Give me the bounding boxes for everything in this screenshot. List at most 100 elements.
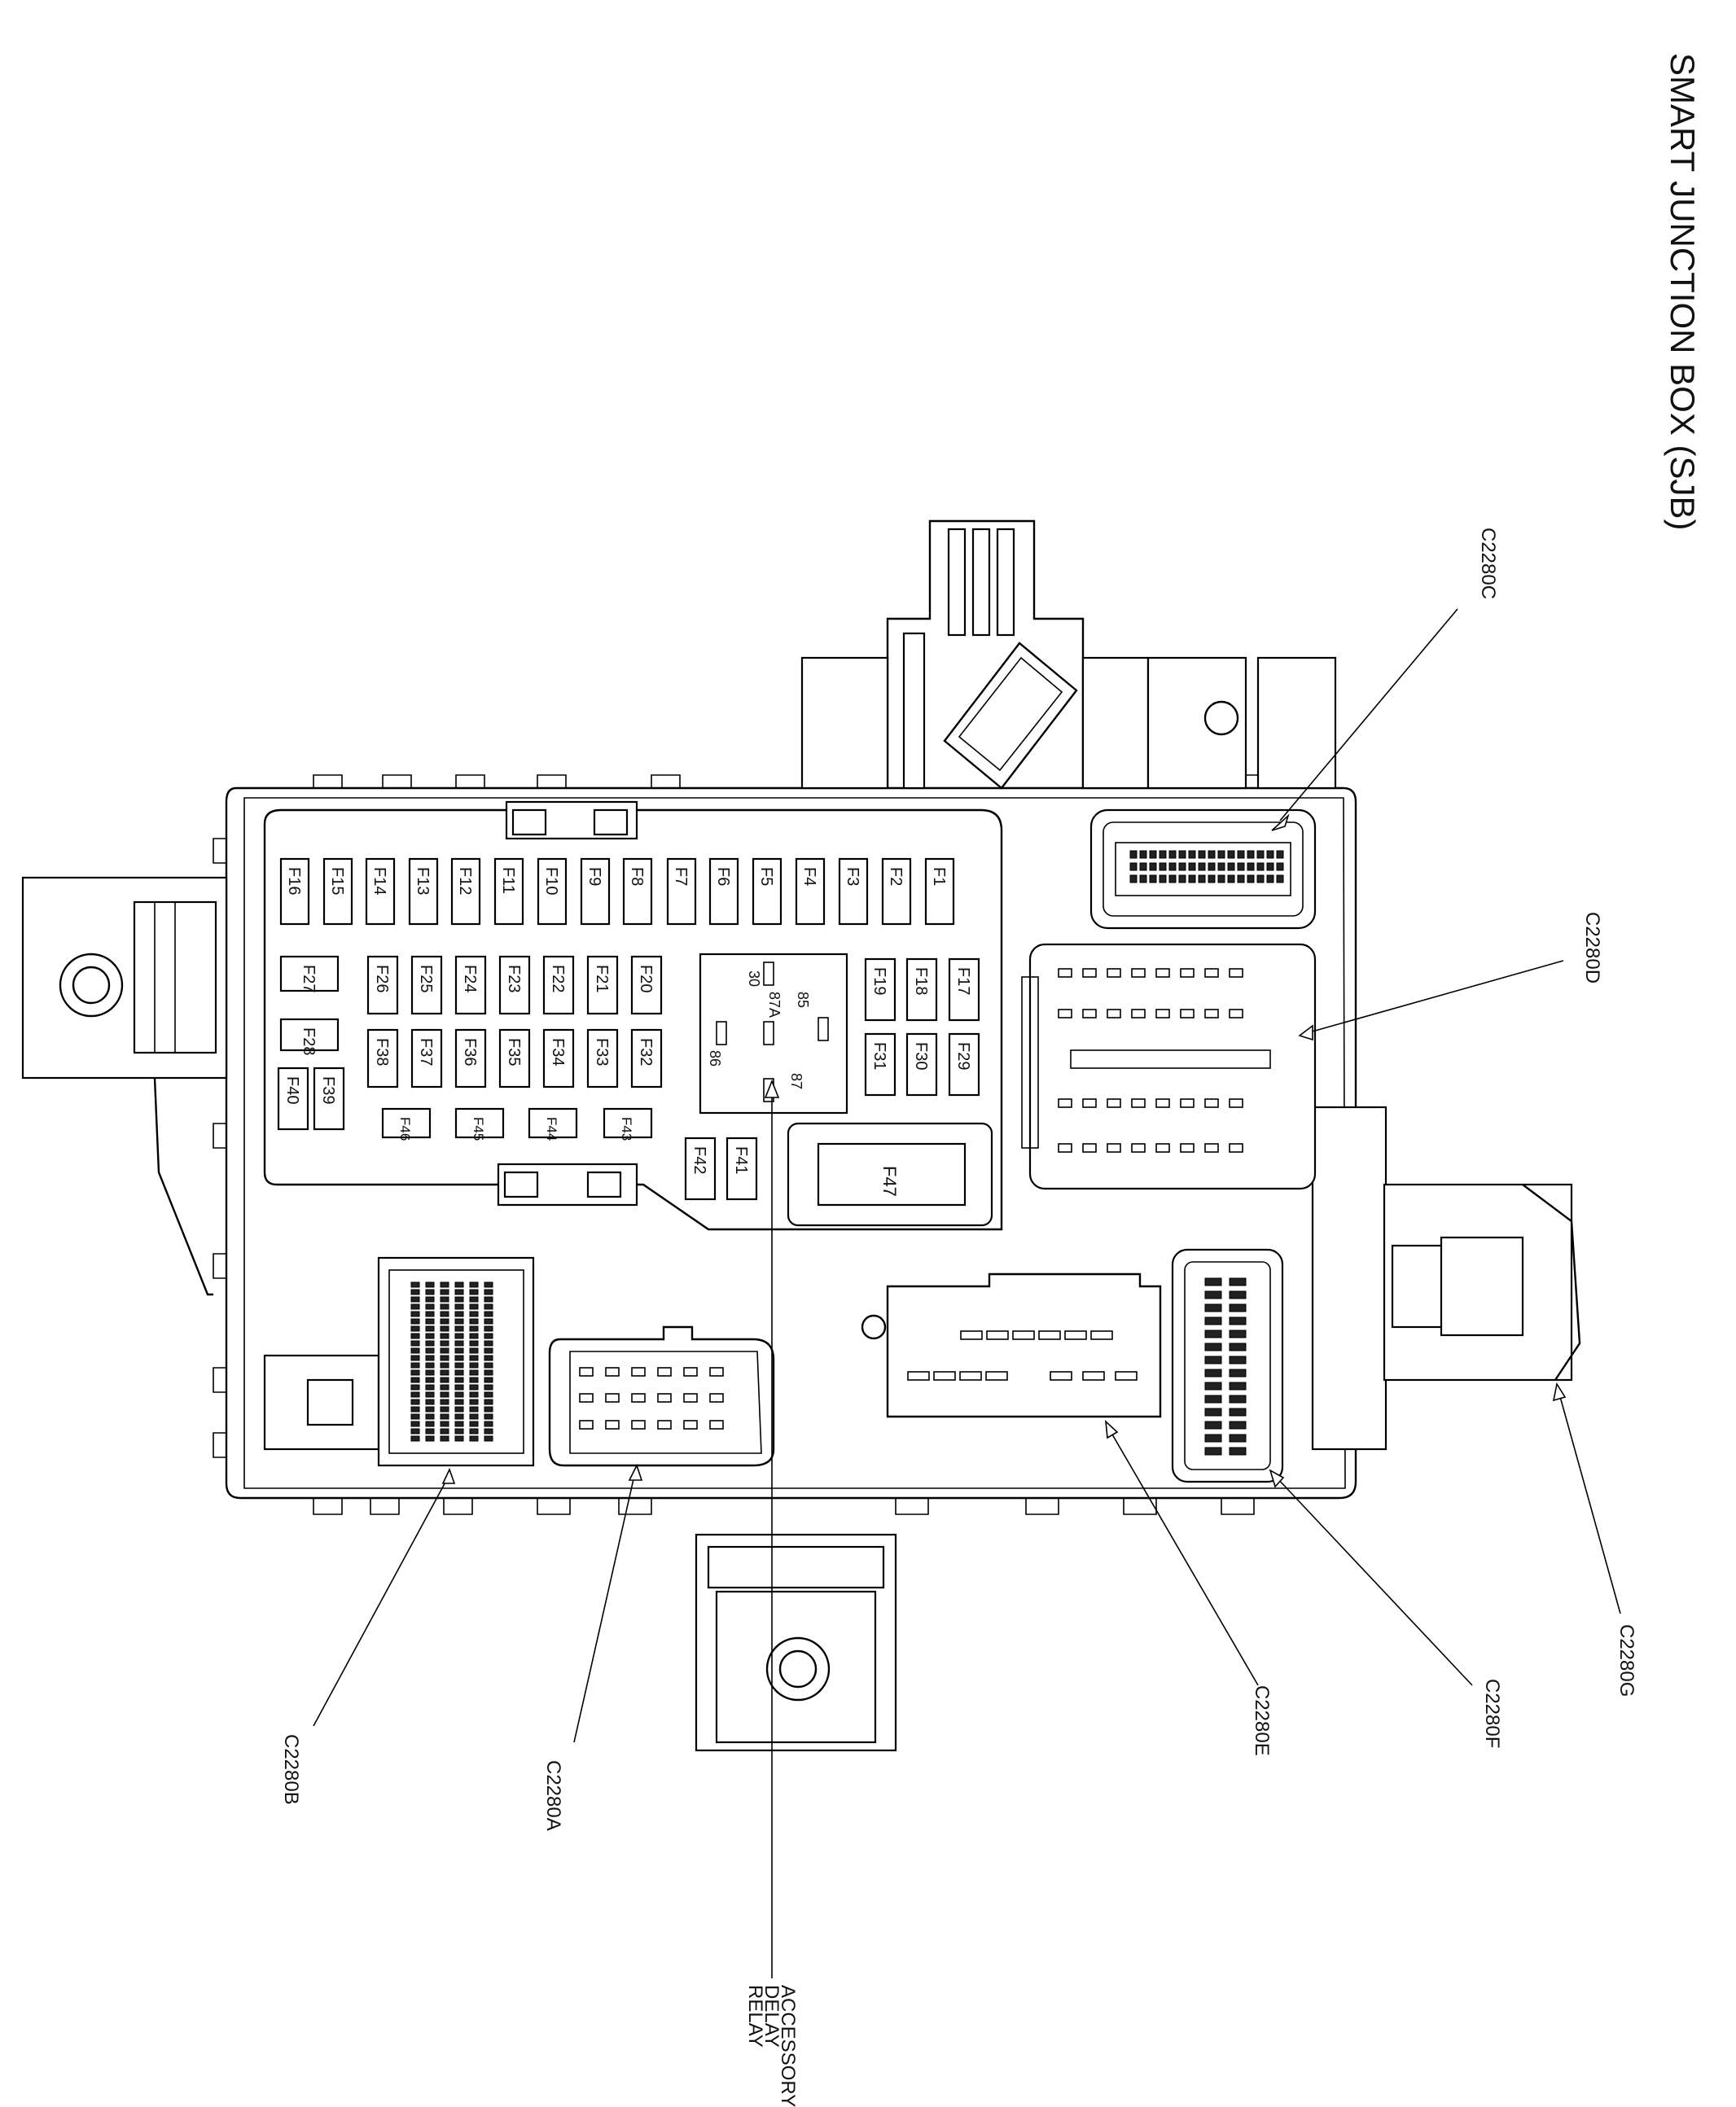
connector-pin <box>454 1421 464 1427</box>
fuse: F16 <box>279 857 310 926</box>
connector-pin <box>425 1435 435 1442</box>
connector-pin <box>1229 1382 1247 1391</box>
connector-pin <box>1050 1371 1072 1381</box>
connector-pin <box>1107 968 1121 978</box>
connector-pin <box>484 1347 493 1354</box>
connector-pin <box>484 1355 493 1361</box>
connector-pin <box>410 1355 420 1361</box>
connector-pin <box>1131 1009 1146 1018</box>
relay-terminal-30: 30 <box>746 970 762 987</box>
connector-pin <box>440 1325 449 1332</box>
connector-pin <box>454 1377 464 1383</box>
relay-label-line-2: DELAY <box>761 1985 783 2048</box>
connector-pin <box>1247 862 1255 871</box>
connector-pin <box>440 1340 449 1347</box>
connector-pin <box>425 1384 435 1391</box>
connector-pin <box>631 1393 646 1403</box>
connector-pin <box>1256 850 1265 859</box>
connector-pin <box>1012 1330 1035 1340</box>
connector-pin <box>1247 850 1255 859</box>
fuse-label: F3 <box>844 867 861 886</box>
connector-pin <box>440 1303 449 1310</box>
fuse: F45 <box>454 1107 505 1141</box>
connector-pin <box>1229 1303 1247 1312</box>
fuse-panel <box>263 800 1003 1231</box>
connector-pin <box>1178 862 1186 871</box>
connector-pin <box>1229 1143 1243 1153</box>
connector-pin <box>1131 1143 1146 1153</box>
connector-pin <box>1188 850 1196 859</box>
connector-pin <box>1229 1098 1243 1108</box>
connector-pin <box>469 1399 479 1405</box>
connector-pin <box>410 1347 420 1354</box>
connector-pin <box>1217 874 1225 883</box>
fuse-label: F33 <box>593 1038 611 1066</box>
relay-terminal-85: 85 <box>795 992 811 1008</box>
fuse: F1 <box>924 857 955 926</box>
connector-pin <box>410 1318 420 1325</box>
connector-pin <box>1266 850 1274 859</box>
connector-pin <box>579 1367 594 1377</box>
fuse-label: F36 <box>461 1038 479 1066</box>
connector-pin <box>410 1303 420 1310</box>
connector-pin <box>425 1281 435 1288</box>
connector-pin <box>1129 862 1138 871</box>
connector-pin <box>484 1428 493 1435</box>
fuse: F10 <box>537 857 568 926</box>
connector-pin <box>1058 1009 1072 1018</box>
fuse-label: F16 <box>285 867 303 895</box>
fuse: F5 <box>752 857 783 926</box>
connector-pin <box>986 1330 1009 1340</box>
connector-pin <box>425 1362 435 1369</box>
connector-pin <box>1217 850 1225 859</box>
connector-pin <box>410 1281 420 1288</box>
connector-pin <box>605 1367 620 1377</box>
fuse: F30 <box>905 1032 938 1097</box>
connector-pin <box>454 1318 464 1325</box>
connector-pin <box>1227 850 1235 859</box>
connector-pin <box>1227 862 1235 871</box>
fuse-label: F19 <box>870 967 888 995</box>
fuse-label: F42 <box>690 1146 708 1174</box>
connector-pin <box>484 1340 493 1347</box>
fuse-label: F37 <box>417 1038 435 1066</box>
connector-pin <box>410 1413 420 1420</box>
connector-pin <box>1204 1290 1222 1299</box>
fuse-label: F32 <box>637 1038 655 1066</box>
connector-pin <box>469 1413 479 1420</box>
connector-pin <box>960 1330 983 1340</box>
connector-pin <box>469 1391 479 1398</box>
relay-terminal-87a: 87A <box>766 992 783 1018</box>
fuse: F39 <box>313 1067 345 1131</box>
connector-pin <box>1237 874 1245 883</box>
connector-pin <box>410 1289 420 1295</box>
fuse-label: F20 <box>637 965 655 992</box>
fuse-label: F38 <box>373 1038 391 1066</box>
fuse-label: F8 <box>628 867 646 886</box>
connector-pin <box>410 1435 420 1442</box>
connector-pin <box>440 1435 449 1442</box>
connector-pin <box>1204 968 1219 978</box>
fuse-label: F12 <box>456 867 474 895</box>
connector-pin <box>410 1311 420 1317</box>
connector-pin <box>1082 1098 1097 1108</box>
connector-pin <box>1082 1371 1105 1381</box>
fuse: F24 <box>454 955 487 1015</box>
fuse: F19 <box>864 957 896 1022</box>
label-c2280g: C2280G <box>1615 1624 1637 1697</box>
connector-pin <box>985 1371 1008 1381</box>
connector-pin <box>1107 1098 1121 1108</box>
connector-pin <box>1155 1098 1170 1108</box>
fuse-label: F1 <box>930 867 948 886</box>
connector-pin <box>440 1362 449 1369</box>
connector-pin <box>1198 850 1206 859</box>
connector-pin <box>1204 1098 1219 1108</box>
connector-pin <box>1229 1408 1247 1417</box>
connector-pin <box>1227 874 1235 883</box>
connector-pin <box>1237 850 1245 859</box>
leaders <box>313 608 1621 1978</box>
connector-pin <box>657 1420 672 1430</box>
connector-pin <box>1159 850 1167 859</box>
connector-pin <box>1266 874 1274 883</box>
